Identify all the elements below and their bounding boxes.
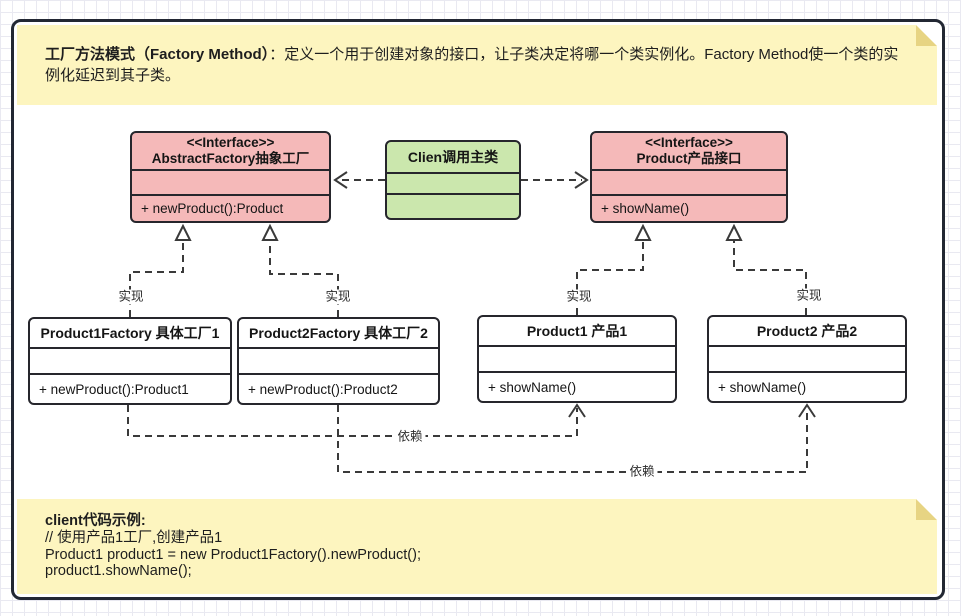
note-fold-icon <box>916 499 937 520</box>
code-sample: client代码示例: // 使用产品1工厂,创建产品1 Product1 pr… <box>17 499 937 580</box>
class-client: Clien调用主类 <box>385 140 521 220</box>
methods-section: + newProduct():Product <box>132 194 329 221</box>
edge-label-realize: 实现 <box>563 289 595 305</box>
pattern-definition: 工厂方法模式（Factory Method）：定义一个用于创建对象的接口，让子类… <box>17 44 937 86</box>
method-label: + newProduct():Product <box>141 201 284 216</box>
method-label: + newProduct():Product1 <box>39 381 189 397</box>
class-name: Product1Factory 具体工厂1 <box>40 325 220 341</box>
methods-section: + showName() <box>709 371 905 401</box>
code-heading: client代码示例: <box>45 513 146 529</box>
method-label: + showName() <box>488 379 577 395</box>
class-header: Product2Factory 具体工厂2 <box>239 319 438 347</box>
stereotype-label: <<Interface>> <box>645 135 733 150</box>
methods-section: + newProduct():Product1 <box>30 373 230 403</box>
attributes-section <box>592 169 786 194</box>
class-name: AbstractFactory抽象工厂 <box>151 151 310 166</box>
class-header: Clien调用主类 <box>387 142 519 172</box>
class-name: Product1 产品1 <box>526 323 628 339</box>
class-header: Product1 产品1 <box>479 317 675 345</box>
stereotype-label: <<Interface>> <box>186 135 275 150</box>
pattern-description: ：定义一个用于创建对象的接口，让子类决定将哪一个类实例化。Factory Met… <box>45 46 899 84</box>
class-product2: Product2 产品2 + showName() <box>707 315 907 403</box>
attributes-section <box>132 169 329 194</box>
diagram-board: 工厂方法模式（Factory Method）：定义一个用于创建对象的接口，让子类… <box>11 19 945 600</box>
attributes-section <box>30 347 230 373</box>
class-product1-factory: Product1Factory 具体工厂1 + newProduct():Pro… <box>28 317 232 405</box>
class-header: Product1Factory 具体工厂1 <box>30 319 230 347</box>
class-product-interface: <<Interface>> Product产品接口 + showName() <box>590 131 788 223</box>
pattern-title: 工厂方法模式（Factory Method） <box>45 46 270 63</box>
attributes-section <box>387 172 519 193</box>
class-name: Product2Factory 具体工厂2 <box>249 325 428 341</box>
attributes-section <box>709 345 905 371</box>
class-name: Clien调用主类 <box>407 149 499 165</box>
attributes-section <box>239 347 438 373</box>
code-comment-line: // 使用产品1工厂,创建产品1 <box>45 530 223 546</box>
note-fold-icon <box>916 25 937 46</box>
class-product2-factory: Product2Factory 具体工厂2 + newProduct():Pro… <box>237 317 440 405</box>
class-abstract-factory: <<Interface>> AbstractFactory抽象工厂 + newP… <box>130 131 331 223</box>
methods-section: + showName() <box>479 371 675 401</box>
attributes-section <box>479 345 675 371</box>
methods-section: + newProduct():Product2 <box>239 373 438 403</box>
edge-label-depend: 依赖 <box>394 429 426 445</box>
code-line: Product1 product1 = new Product1Factory(… <box>45 546 421 563</box>
edge-label-realize: 实现 <box>115 289 147 305</box>
class-product1: Product1 产品1 + showName() <box>477 315 677 403</box>
class-header: <<Interface>> AbstractFactory抽象工厂 <box>132 133 329 169</box>
edge-label-realize: 实现 <box>322 289 354 305</box>
method-label: + showName() <box>601 201 690 216</box>
class-name: Product2 产品2 <box>756 323 858 339</box>
method-label: + showName() <box>718 379 807 395</box>
title-note: 工厂方法模式（Factory Method）：定义一个用于创建对象的接口，让子类… <box>17 25 937 105</box>
code-note: client代码示例: // 使用产品1工厂,创建产品1 Product1 pr… <box>17 499 937 594</box>
edge-label-realize: 实现 <box>793 288 825 304</box>
method-label: + newProduct():Product2 <box>248 381 398 397</box>
methods-section: + showName() <box>592 194 786 221</box>
code-line: product1.showName(); <box>45 563 192 579</box>
class-header: <<Interface>> Product产品接口 <box>592 133 786 169</box>
class-name: Product产品接口 <box>636 151 742 166</box>
methods-section <box>387 193 519 218</box>
class-header: Product2 产品2 <box>709 317 905 345</box>
edge-label-depend: 依赖 <box>626 464 658 480</box>
